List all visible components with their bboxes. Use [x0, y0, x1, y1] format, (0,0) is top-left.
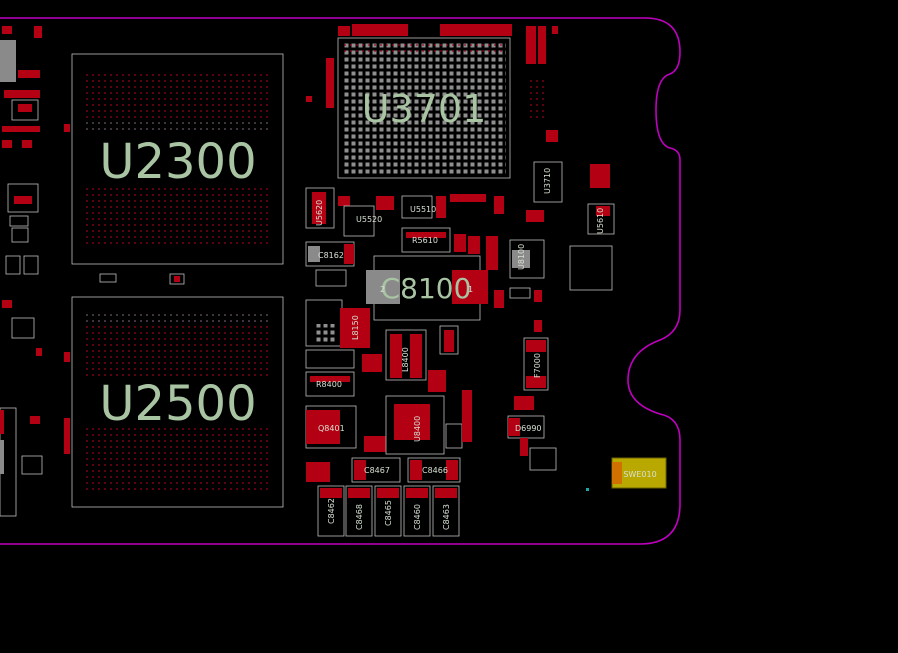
ref-u3710: U3710: [543, 168, 552, 194]
ref-u8400: U8400: [413, 416, 422, 442]
ref-c8463: C8463: [442, 504, 451, 530]
via: [586, 488, 589, 491]
u3701-left-pads: [326, 58, 334, 108]
u3701-label: U3701: [362, 87, 487, 131]
left-edge-components: [0, 26, 185, 517]
power-components: [305, 187, 486, 483]
ref-u5510: U5510: [410, 205, 436, 214]
ref-c8467: C8467: [364, 466, 390, 475]
u2300-label: U2300: [99, 134, 256, 190]
ref-c8468: C8468: [355, 504, 364, 530]
swe010-switch[interactable]: SWE010: [611, 457, 667, 489]
c8100-capacitor[interactable]: C8100 2 1: [366, 255, 488, 321]
swe010-label: SWE010: [623, 470, 656, 479]
ref-c8465: C8465: [384, 500, 393, 526]
u2300-chip[interactable]: U2300: [71, 53, 284, 265]
c8100-pin2-label: 2: [380, 285, 385, 294]
u3701-chip[interactable]: U3701: [337, 24, 512, 179]
ref-r8400: R8400: [316, 380, 342, 389]
ref-u5520: U5520: [356, 215, 382, 224]
ref-q8401: Q8401: [318, 424, 345, 433]
ref-l8400: L8400: [401, 347, 410, 372]
ref-c8462: C8462: [327, 498, 336, 524]
fuse-diode-area: [507, 337, 557, 471]
right-components: [486, 26, 615, 332]
c8100-label: C8100: [381, 272, 472, 305]
ref-c8162: C8162: [318, 251, 344, 260]
ref-c8466: C8466: [422, 466, 448, 475]
ref-d6990: D6990: [515, 424, 542, 433]
capacitor-row: [317, 485, 460, 537]
ref-c8460: C8460: [413, 504, 422, 530]
via: [306, 96, 312, 102]
c8100-pin1-label: 1: [468, 285, 473, 294]
ref-f7000: F7000: [533, 353, 542, 378]
u2500-chip[interactable]: U2500: [71, 296, 284, 508]
ref-u5610: U5610: [596, 208, 605, 234]
ref-u5620: U5620: [315, 200, 324, 226]
board-outline: [0, 17, 681, 545]
u2500-label: U2500: [99, 376, 256, 432]
ref-u8100: U8100: [517, 244, 526, 270]
ref-r5610: R5610: [412, 236, 438, 245]
ref-l8150: L8150: [351, 315, 360, 340]
ref-labels: C8162 R5610 U5520 U5510 U5620 L8150 R840…: [315, 168, 605, 530]
